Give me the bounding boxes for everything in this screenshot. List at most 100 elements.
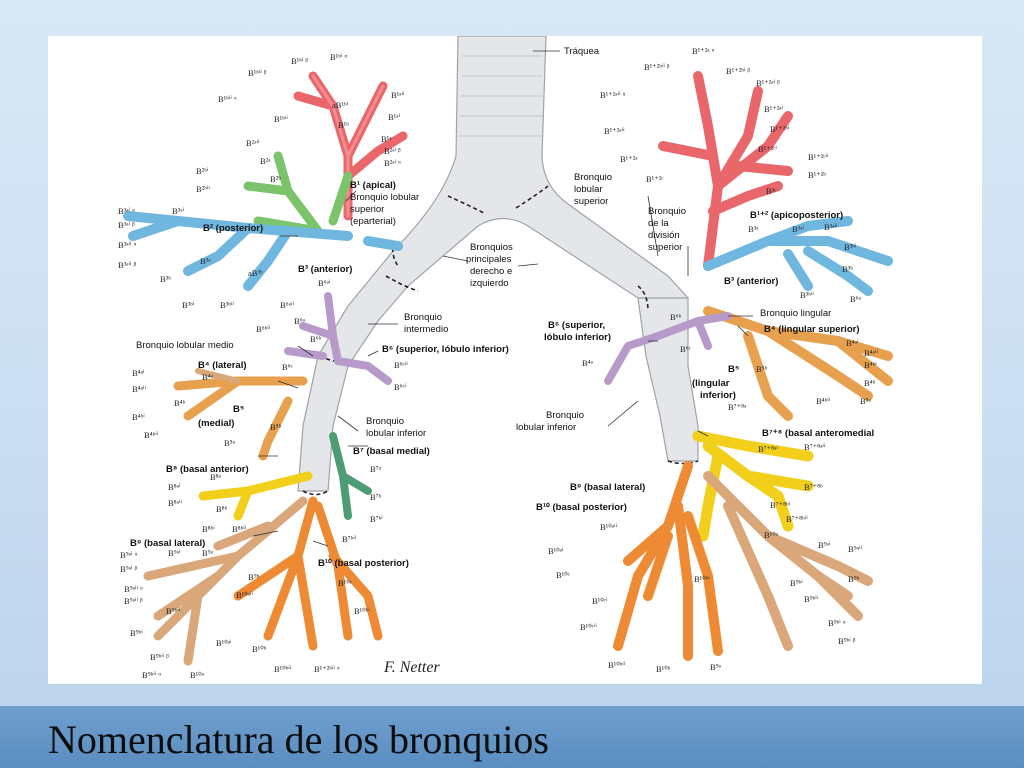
- label-blm: Bronquio lobular medio: [136, 340, 234, 351]
- seg-label: B¹⁰ᵃⁱ: [548, 546, 564, 556]
- seg-label: B⁶ᵃⁱ: [318, 278, 331, 288]
- label-l-b6b: lóbulo inferior): [544, 332, 611, 343]
- seg-label: B⁹ᵇⁱ: [790, 578, 803, 588]
- seg-label: B¹⁺²ᶜ: [646, 174, 664, 184]
- seg-label: B³ᵇⁱⁱ: [800, 290, 814, 300]
- label-r-b5b: (medial): [198, 418, 234, 429]
- label-l-bls1: Bronquio: [574, 172, 612, 183]
- label-r-b10: B¹⁰ (basal posterior): [318, 558, 409, 569]
- seg-label: B¹ᵇⁱ ᵅ: [330, 52, 347, 62]
- seg-label: B¹⁰ᵃⁱⁱ: [600, 522, 617, 532]
- label-l-b5c: inferior): [700, 390, 736, 401]
- seg-label: B³ᵃⁱ: [792, 224, 805, 234]
- seg-label: B⁵ᵃ: [224, 438, 236, 448]
- seg-label: B⁴ᵃ: [582, 358, 594, 368]
- seg-label: B⁹ᵃⁱ: [818, 540, 831, 550]
- seg-label: B⁴ᵇⁱ: [132, 412, 145, 422]
- seg-label: B³ᵃⁱⁱ ᵅ: [118, 240, 137, 250]
- trachea: [297, 36, 689, 492]
- main-labels: Tráquea B¹ (apical) Bronquio lobular sup…: [130, 46, 874, 569]
- seg-label: B⁴ᵇ: [864, 378, 876, 388]
- label-l-b78: B⁷⁺⁸ (basal anteromedial: [762, 428, 874, 439]
- label-r-b3: B³ (anterior): [298, 264, 352, 275]
- label-r-b8: B⁸ (basal anterior): [166, 464, 249, 475]
- seg-label: B¹⁰ᵃ: [764, 530, 779, 540]
- seg-label: B⁷ᵇ: [370, 492, 382, 502]
- seg-label: B³ᵃⁱ: [172, 206, 185, 216]
- seg-label: B⁵ᵃ: [860, 396, 872, 406]
- seg-label: B⁹ᵇⁱⁱ ᵅ: [142, 670, 161, 680]
- label-l-b3: B³ (anterior): [724, 276, 778, 287]
- seg-label: B⁴ᵇⁱⁱ: [816, 396, 831, 406]
- seg-label: B¹ᵃⁱ: [388, 112, 401, 122]
- label-traquea: Tráquea: [564, 46, 600, 57]
- label-bp1: Bronquios: [470, 242, 513, 253]
- left-basal-branches: [613, 430, 873, 661]
- boundary-right-main: [447, 195, 487, 215]
- seg-label: B²ᵇⁱ: [196, 166, 209, 176]
- seg-label: aB³ᵇ: [248, 268, 263, 278]
- seg-label: B⁸ᵇⁱ: [202, 524, 215, 534]
- label-r-b1: B¹ (apical): [350, 180, 396, 191]
- label-l-bli1: Bronquio: [546, 410, 584, 421]
- label-r-bls1: Bronquio lobular: [350, 192, 419, 203]
- seg-label: B⁴ᵇⁱ: [864, 360, 877, 370]
- label-l-b6a: B⁶ (superior,: [548, 320, 605, 331]
- seg-label: B¹ᵇⁱⁱ ᵅ: [218, 94, 237, 104]
- seg-label: B⁹ᵇⁱⁱ: [166, 606, 181, 616]
- seg-label: B⁷ᵃ: [370, 464, 382, 474]
- label-r-b7: B⁷ (basal medial): [353, 446, 430, 457]
- seg-label: B¹⁰ᵇⁱⁱ: [608, 660, 626, 670]
- seg-label: B⁹ᵃ: [202, 548, 214, 558]
- seg-label: B¹ᵃ: [381, 134, 392, 144]
- seg-label: B²ᵃⁱ ᵝ: [384, 146, 401, 156]
- seg-label: B¹⁺²ᵃⁱⁱ: [604, 126, 625, 136]
- seg-label: B³ᵃⁱ ᵝ: [118, 220, 135, 230]
- seg-label: B⁹ᵇⁱ: [130, 628, 143, 638]
- label-r-bls2: superior: [350, 204, 384, 215]
- seg-label: B³ᵃⁱⁱ: [824, 222, 838, 232]
- seg-label: B¹⁰ᵇⁱⁱ: [274, 664, 292, 674]
- seg-label: B⁴ᵃⁱ: [846, 338, 859, 348]
- right-superior-segment-branches: [284, 292, 392, 385]
- seg-label: B¹⁰ᵃⁱⁱ: [236, 590, 253, 600]
- seg-label: B²ᵃⁱ ᵅ: [384, 158, 401, 168]
- title-band: [0, 706, 1024, 768]
- seg-label: B¹⁺²ᵃⁱⁱ ᵅ: [600, 90, 626, 100]
- seg-label: B⁸ᵃⁱⁱ: [168, 498, 182, 508]
- left-superior-segment-branches: [604, 312, 732, 385]
- seg-label: B¹⁰ᶜⁱ: [592, 596, 608, 606]
- label-l-b5b: (lingular: [692, 378, 730, 389]
- seg-label: B⁷⁺⁸ᵃⁱⁱ: [804, 442, 826, 452]
- seg-label: B¹ᵇⁱ ᵝ: [291, 56, 308, 66]
- leader-lines: [252, 50, 753, 547]
- seg-label: B³ᵇ: [160, 274, 171, 284]
- seg-label: B⁴ᵃⁱⁱ: [132, 384, 146, 394]
- label-l-b5a: B⁵: [728, 364, 739, 375]
- seg-label: B⁹ᵃⁱⁱ: [848, 544, 862, 554]
- seg-label: B¹⁺²ᵇⁱⁱ ᵅ: [314, 664, 340, 674]
- left-lingula-branches: [703, 306, 893, 421]
- seg-label: B³ᵇⁱ: [182, 300, 195, 310]
- seg-label: B⁶ᵃ: [850, 294, 862, 304]
- seg-label: B⁹ᵃⁱⁱ ᵅ: [124, 584, 143, 594]
- label-l-bls2: lobular: [574, 184, 603, 195]
- seg-label: B⁸ᵇ: [216, 504, 228, 514]
- seg-label: B⁴ᵃ: [202, 372, 214, 382]
- seg-label: B⁹ᵃⁱ ᵅ: [120, 550, 138, 560]
- seg-label: B¹⁰ᶜⁱⁱ: [580, 622, 597, 632]
- label-r-b9: B⁹ (basal lateral): [130, 538, 205, 549]
- boundary-left-main: [515, 185, 549, 209]
- label-bp2: principales: [466, 254, 512, 265]
- seg-label: B¹⁺²ᵇⁱⁱ ᵝ: [644, 62, 670, 72]
- label-l-bls3: superior: [574, 196, 608, 207]
- seg-label: B⁷⁺⁸ᵇⁱⁱ: [786, 514, 808, 524]
- seg-label: B⁹ᵇⁱⁱ: [804, 594, 819, 604]
- seg-label: B³ᵃ: [200, 256, 211, 266]
- artist-signature: F. Netter: [383, 659, 440, 676]
- label-bi2: intermedio: [404, 324, 448, 335]
- label-r-bls3: (eparterial): [350, 216, 396, 227]
- label-l-bd1: Bronquio: [648, 206, 686, 217]
- seg-label: B⁶ᶜⁱ: [394, 382, 407, 392]
- label-r-b4: B⁴ (lateral): [198, 360, 247, 371]
